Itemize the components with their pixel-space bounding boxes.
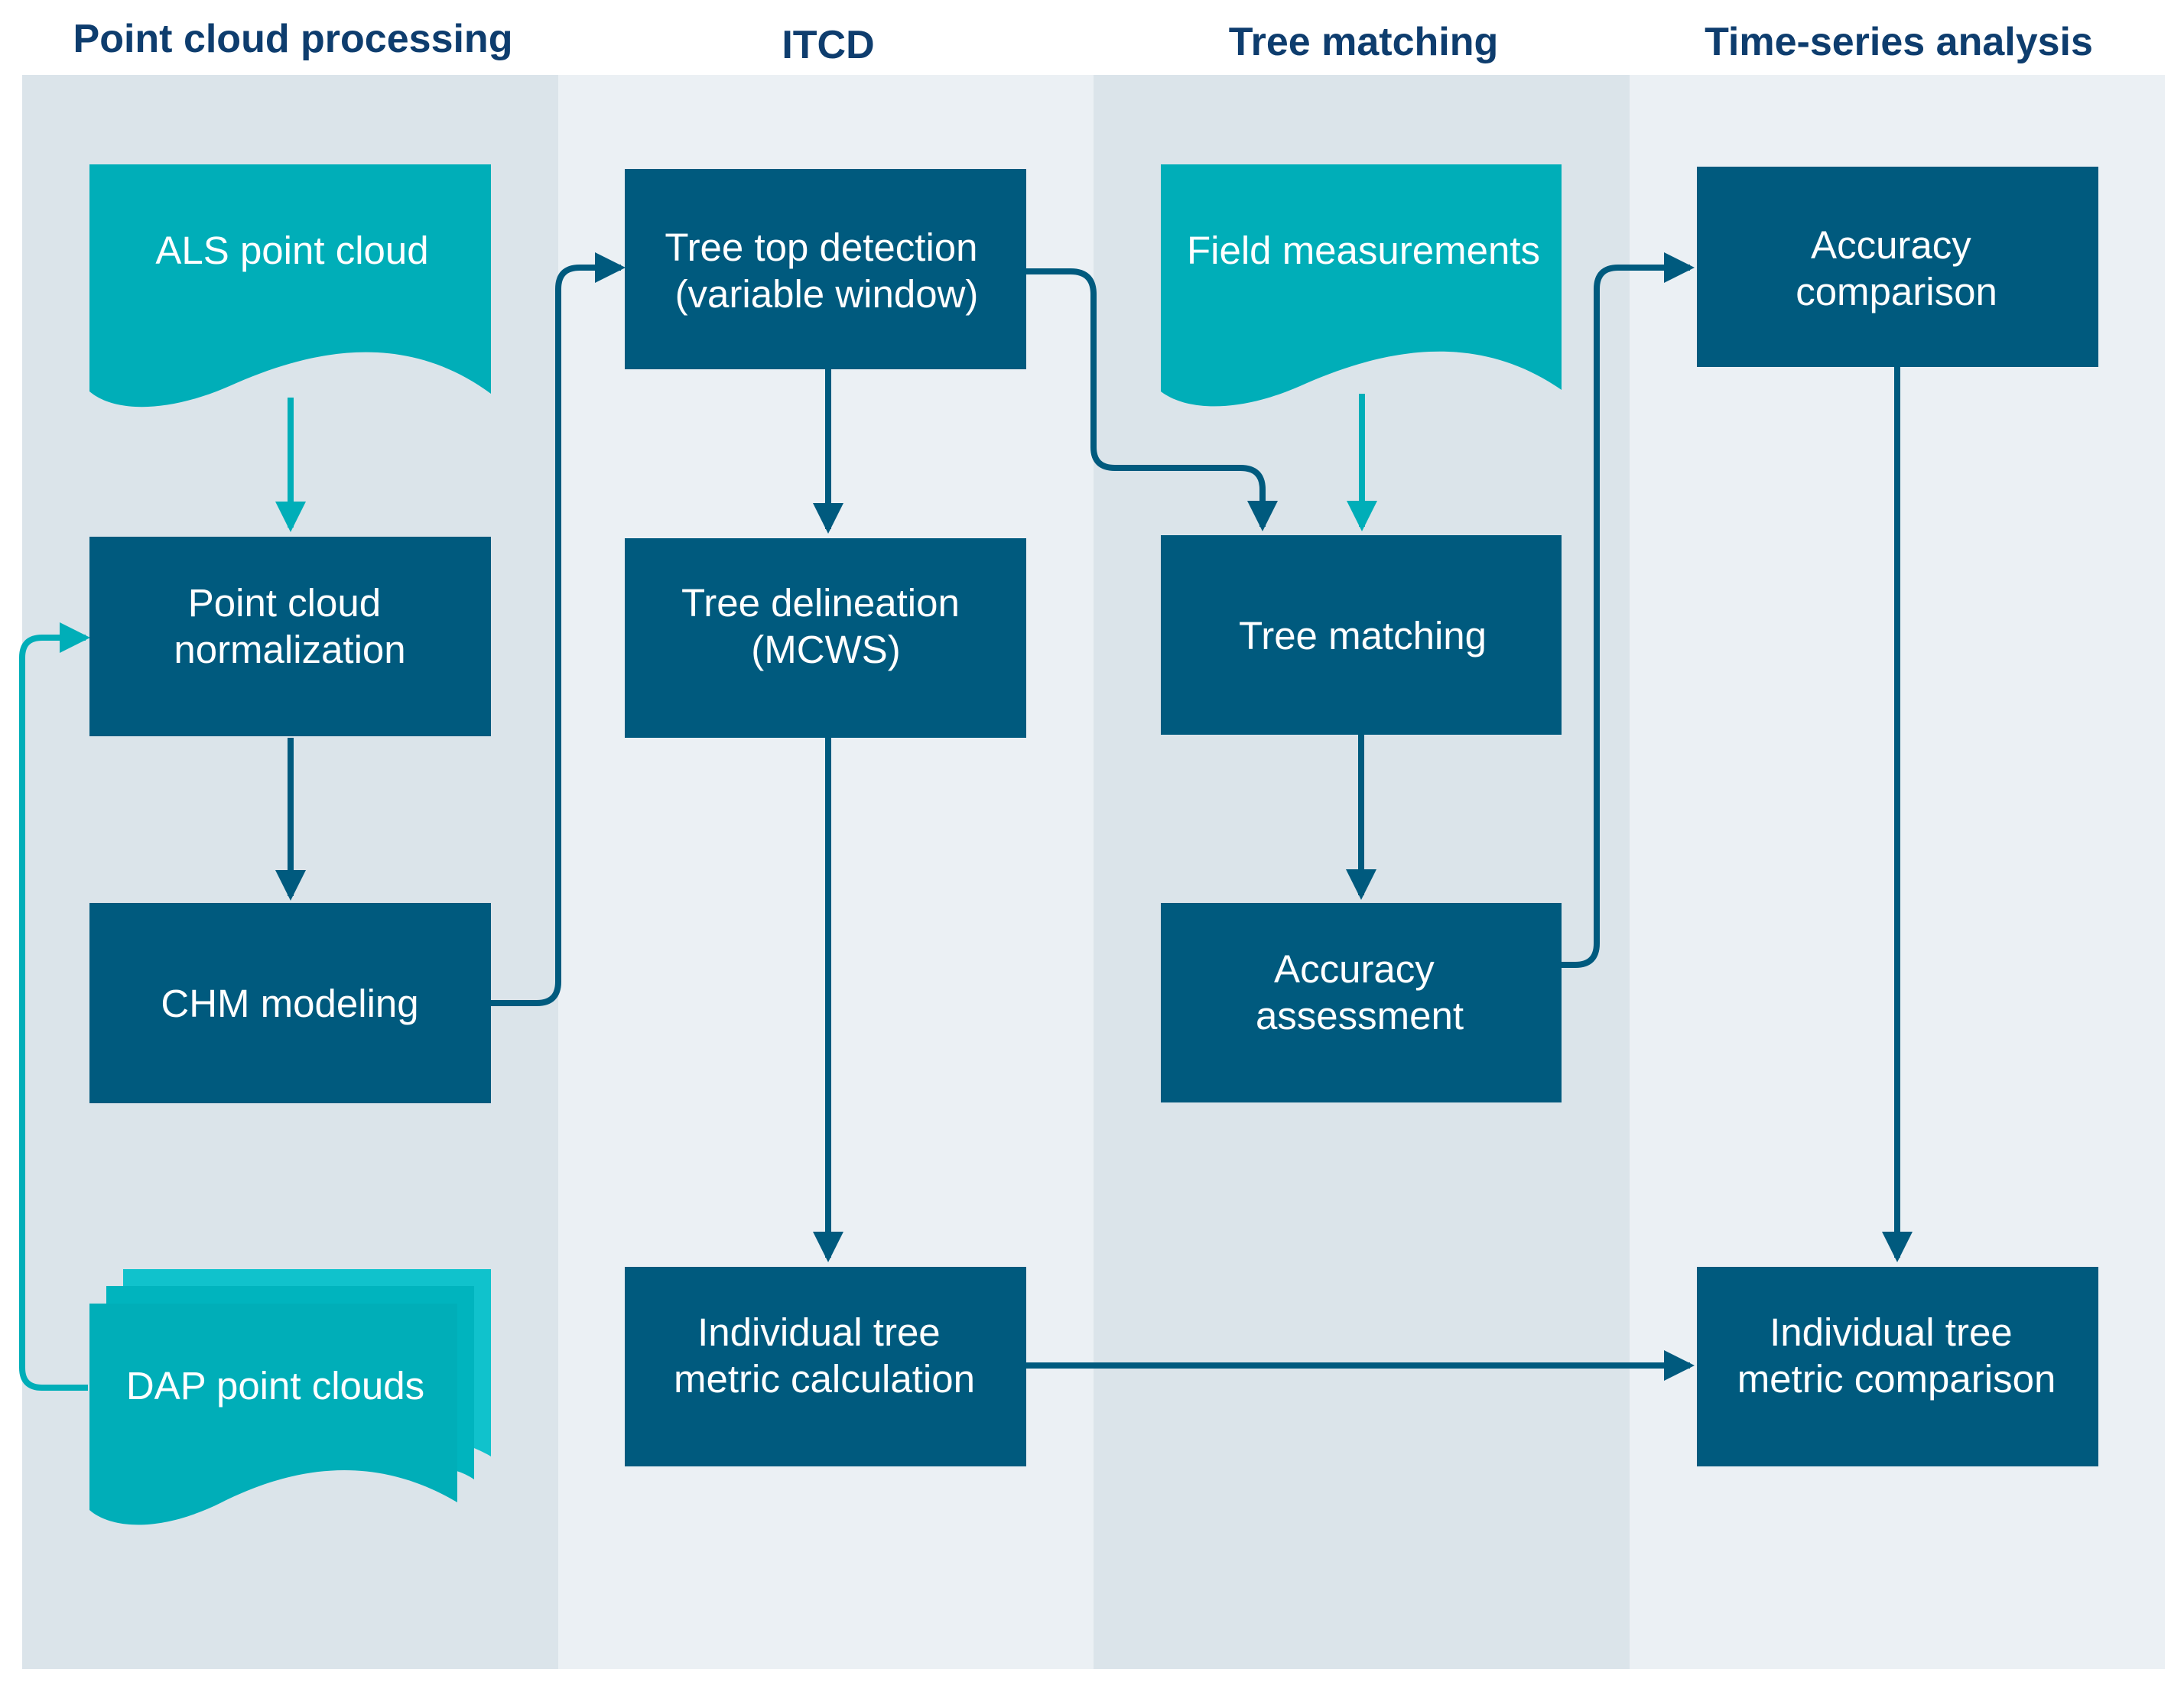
lane-title-point-cloud-processing: Point cloud processing <box>73 17 513 61</box>
arrow-accuracy-assessment-to-comparison <box>1562 252 1695 968</box>
node-chm-modeling: CHM modeling <box>89 903 491 1103</box>
node-point-cloud-normalization: Point cloud normalization <box>89 537 491 736</box>
node-label: Individual tree metric comparison <box>1737 1310 2056 1401</box>
node-accuracy-assessment: Accuracy assessment <box>1161 903 1562 1102</box>
node-label: Tree matching <box>1239 614 1487 658</box>
document-shape <box>89 164 491 408</box>
node-als-point-cloud: ALS point cloud <box>89 164 491 408</box>
node-label: Tree delineation (MCWS) <box>681 581 970 671</box>
node-tree-top-detection: Tree top detection (variable window) <box>625 169 1026 369</box>
node-label: Individual tree metric calculation <box>674 1310 975 1401</box>
node-dap-point-clouds: DAP point clouds <box>89 1269 491 1525</box>
node-label: Field measurements <box>1187 229 1540 272</box>
node-label: ALS point cloud <box>155 229 428 272</box>
arrow-dap-to-normalization <box>19 622 90 1391</box>
node-tree-matching: Tree matching <box>1161 535 1562 735</box>
node-individual-tree-metric-calculation: Individual tree metric calculation <box>625 1267 1026 1466</box>
arrow-chm-to-tree-top-detection <box>491 252 626 1006</box>
lane-title-itcd: ITCD <box>782 23 874 67</box>
lane-title-time-series-analysis: Time-series analysis <box>1705 20 2093 64</box>
node-label: CHM modeling <box>161 982 418 1025</box>
node-tree-delineation: Tree delineation (MCWS) <box>625 538 1026 738</box>
node-label: Accuracy assessment <box>1256 947 1464 1037</box>
node-label: Tree top detection (variable window) <box>665 226 988 316</box>
lane-title-tree-matching: Tree matching <box>1229 20 1499 64</box>
node-label: DAP point clouds <box>126 1364 424 1408</box>
node-field-measurements: Field measurements <box>1161 164 1562 407</box>
node-label: Point cloud normalization <box>174 581 405 671</box>
document-shape-front <box>89 1304 457 1525</box>
node-label: Accuracy comparison <box>1796 223 1997 313</box>
node-individual-tree-metric-comparison: Individual tree metric comparison <box>1697 1267 2098 1466</box>
arrow-tree-top-to-tree-matching <box>1026 268 1278 531</box>
node-accuracy-comparison: Accuracy comparison <box>1697 167 2098 367</box>
document-shape <box>1161 164 1562 407</box>
